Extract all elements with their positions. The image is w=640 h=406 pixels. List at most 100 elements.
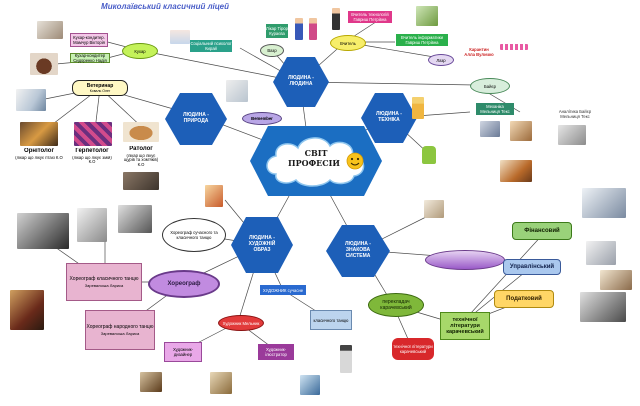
hex-human-art-label: ЛЮДИНА - ХУДОЖНІЙ ОБРАЗ	[248, 235, 276, 253]
choreo-node[interactable]: Хореограф	[148, 270, 220, 298]
vet-node[interactable]: Ветеринар Коваль Олег	[72, 80, 128, 96]
easel-figure	[205, 185, 223, 207]
artist-red-node[interactable]: Художник Мельник	[218, 315, 264, 331]
hex-human-art[interactable]: ЛЮДИНА - ХУДОЖНІЙ ОБРАЗ	[230, 216, 294, 274]
kukhar-note-2: Кухар-кондитер Сидоренко Надія	[70, 53, 110, 63]
kukhar-label: Кухар	[134, 48, 146, 54]
tech-lit-text: технічної літератури карачевський	[446, 317, 484, 335]
dots-decoration	[500, 44, 528, 50]
translator-label: перекладач карачевський	[380, 299, 412, 311]
bird-photo	[20, 122, 58, 146]
manage-label: Управлінський	[509, 264, 555, 270]
translator-node[interactable]: перекладач карачевський	[368, 293, 424, 317]
smiley-icon	[346, 152, 364, 170]
tech-photo-4	[500, 160, 532, 182]
hex-human-human-label: ЛЮДИНА - ЛЮДИНА	[288, 75, 314, 87]
dancer-photo-1	[17, 213, 69, 249]
choreo-folk-name: Заревалська Лариса	[100, 331, 140, 336]
bill-label: Bemember	[251, 116, 273, 121]
choreo-classic-box: Хореограф класичного танцю Заревалська Л…	[66, 263, 142, 301]
finance-photo-4	[580, 292, 626, 322]
classic-dance-box: класичного танцю	[310, 310, 352, 330]
painter-photo-3	[300, 375, 320, 395]
lazer-label: Лазр	[436, 57, 446, 63]
artist-blue-box: ХУДОЖНИК сучасне	[260, 285, 306, 295]
painter-photo-1	[140, 372, 162, 392]
hex-human-tech-label: ЛЮДИНА - ТЕХНІКА	[376, 111, 402, 123]
snake-photo	[74, 122, 112, 146]
choreo-classic-title: Хореограф класичного танцю	[69, 276, 139, 282]
finance-label: Фінансовий	[524, 228, 560, 234]
hamster-photo	[123, 122, 159, 142]
karantyn-text: Карантин Алла Вуличко	[464, 47, 494, 57]
classic-dance-text: класичного танцю	[313, 317, 349, 323]
dancer-photo-2	[77, 208, 107, 242]
kukhar-note-2-text: Кухар-кондитер Сидоренко Надія	[73, 53, 107, 63]
man-figure	[332, 8, 340, 30]
karantyn-box: Карантин Алла Вуличко	[464, 42, 494, 62]
tax-box[interactable]: Податковий	[494, 290, 554, 308]
teacher-inf-text: Вчитель інформатики Гавриш Петрівна	[401, 35, 443, 45]
manage-box[interactable]: Управлінський	[503, 259, 561, 275]
hex-human-nature[interactable]: ЛЮДИНА - ПРИРОДА	[164, 92, 228, 146]
tech-lit-box: технічної літератури карачевський	[440, 312, 490, 340]
baier-node[interactable]: Байєр	[470, 78, 510, 94]
ratologist-title: Ратолог	[129, 146, 153, 152]
hex-human-human[interactable]: ЛЮДИНА - ЛЮДИНА	[272, 56, 330, 108]
choreo-folk-box: Хореограф народного танцю Заревалська Ла…	[85, 310, 155, 350]
android-icon	[422, 146, 436, 164]
choreo-bubble[interactable]: Хореограф сучасного та класичного танцю	[162, 218, 226, 252]
choreo-bubble-text: Хореограф сучасного та класичного танцю	[170, 230, 218, 240]
tech-photo-2	[510, 121, 532, 141]
teacher-inf-box: Вчитель інформатики Гавриш Петрівна	[396, 34, 448, 46]
dancer-photo-3	[118, 205, 152, 233]
psych-box: Соціальний психолог Кирай	[190, 40, 232, 52]
illustrator-text: Художник-ілюстратор	[265, 347, 287, 357]
ballerina-figure	[340, 345, 352, 373]
page-title: Миколаївський класичний ліцей	[101, 3, 229, 11]
illustrator-box: Художник-ілюстратор	[258, 344, 294, 360]
mech-box-2: Аналітика Байєр Мельниця Текс	[555, 108, 595, 120]
chef-photo	[37, 21, 63, 39]
center-hexagon-frame	[250, 126, 382, 196]
center-node: СВІТ ПРОФЕСІЙ	[246, 122, 386, 200]
tech-photo-1	[480, 121, 500, 137]
painter-photo-2	[210, 372, 232, 394]
mech-box-1: Механіка Мельниця Текс	[476, 103, 514, 115]
choreo-classic-name: Заревалська Лариса	[84, 283, 124, 288]
kukhar-note-1-text: Кухар-кондитер. Мамчур Вікторія	[73, 35, 105, 45]
bill-node[interactable]: Bemember	[242, 112, 282, 125]
kukhar-node[interactable]: Кухар	[122, 43, 158, 59]
choreo-folk-title: Хореограф народного танцю	[86, 324, 154, 330]
artist-red-label: Художник Мельник	[222, 320, 260, 326]
teacher-node[interactable]: Вчитель	[330, 35, 366, 51]
choreo-label: Хореограф	[167, 281, 201, 287]
mech-box-1-text: Механіка Мельниця Текс	[480, 104, 510, 114]
red-oval-label: технічної літератури карачевський	[393, 344, 433, 354]
dancer-photo-4	[10, 290, 44, 330]
lazer-node[interactable]: Лазр	[428, 54, 454, 66]
tech-photo-3	[558, 125, 586, 145]
vazh-node[interactable]: Вазр	[260, 44, 284, 57]
teacher-figure-2	[309, 18, 317, 40]
purple-oval-node[interactable]	[425, 250, 505, 270]
doctor-box: Лікар Тірор Кураєва	[266, 24, 288, 38]
teacher-label: Вчитель	[340, 40, 356, 46]
office-photo	[424, 200, 444, 218]
baier-label: Байєр	[484, 83, 496, 89]
finance-box[interactable]: Фінансовий	[512, 222, 572, 240]
finance-photo-2	[586, 241, 616, 265]
hex-human-nature-label: ЛЮДИНА - ПРИРОДА	[183, 112, 209, 124]
red-oval-node[interactable]: технічної літератури карачевський	[392, 338, 434, 360]
hex-human-tech[interactable]: ЛЮДИНА - ТЕХНІКА	[360, 92, 418, 144]
ornithologist-desc: (лікар що лікує птахі К.О	[15, 156, 63, 160]
psych-text: Соціальний психолог Кирай	[190, 41, 232, 51]
ornithologist-title: Орнітолог	[24, 148, 54, 154]
finance-photo-3	[600, 270, 632, 290]
hex-human-sign[interactable]: ЛЮДИНА - ЗНАКОВА СИСТЕМА	[325, 224, 391, 278]
teacher-tech-text: Вчитель технологій Гавриш Петрівна	[351, 12, 389, 22]
artist-blue-text: ХУДОЖНИК сучасне	[262, 287, 304, 293]
vet-label: Ветеринар	[86, 83, 114, 89]
finance-photo-1	[582, 188, 626, 218]
hex-human-sign-label: ЛЮДИНА - ЗНАКОВА СИСТЕМА	[345, 241, 371, 259]
